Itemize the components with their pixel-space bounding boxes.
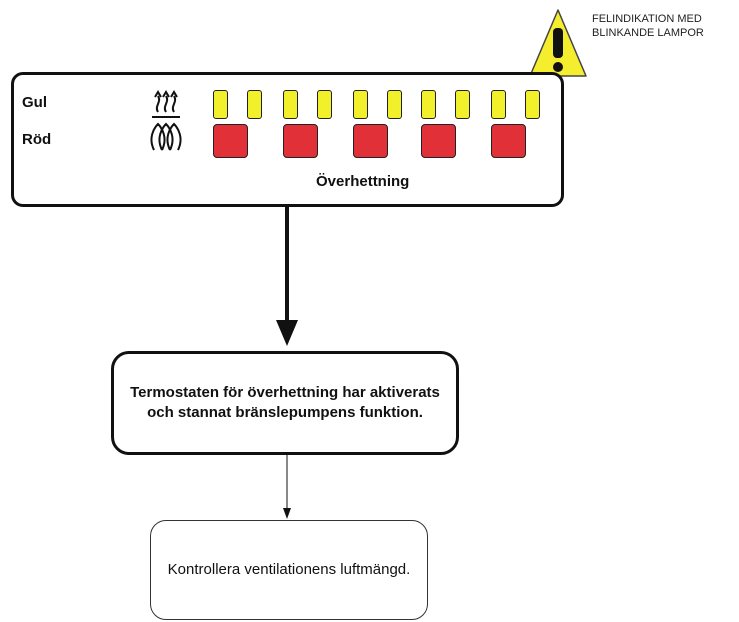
arrow-cause-to-action xyxy=(283,455,291,519)
yellow-lamp xyxy=(491,90,506,119)
indicator-panel xyxy=(11,72,564,207)
yellow-lamp xyxy=(317,90,332,119)
yellow-lamp xyxy=(421,90,436,119)
action-text: Kontrollera ventilationens luftmängd. xyxy=(167,561,411,578)
yellow-lamp xyxy=(525,90,540,119)
red-lamp xyxy=(421,124,456,158)
yellow-lamp xyxy=(353,90,368,119)
warning-label-line-2: BLINKANDE LAMPOR xyxy=(592,27,704,39)
cause-text: Termostaten för överhettning har aktiver… xyxy=(130,384,440,421)
panel-caption: Överhettning xyxy=(316,173,410,190)
yellow-lamp xyxy=(455,90,470,119)
action-box: Kontrollera ventilationens luftmängd. xyxy=(150,520,428,620)
arrow-panel-to-cause xyxy=(276,207,298,346)
warning-triangle-icon xyxy=(529,9,587,77)
red-row-label: Röd xyxy=(22,131,52,148)
yellow-row-label: Gul xyxy=(22,94,47,111)
red-lamp xyxy=(213,124,248,158)
red-lamp xyxy=(283,124,318,158)
cause-box: Termostaten för överhettning har aktiver… xyxy=(111,351,459,455)
yellow-lamp xyxy=(213,90,228,119)
warning-label-line-1: FELINDIKATION MED xyxy=(592,13,702,25)
yellow-lamp xyxy=(247,90,262,119)
warning-label: FELINDIKATION MED BLINKANDE LAMPOR xyxy=(592,12,704,40)
yellow-lamp xyxy=(387,90,402,119)
red-lamp xyxy=(491,124,526,158)
yellow-lamp xyxy=(283,90,298,119)
heat-element-icon xyxy=(150,90,182,151)
red-lamp xyxy=(353,124,388,158)
